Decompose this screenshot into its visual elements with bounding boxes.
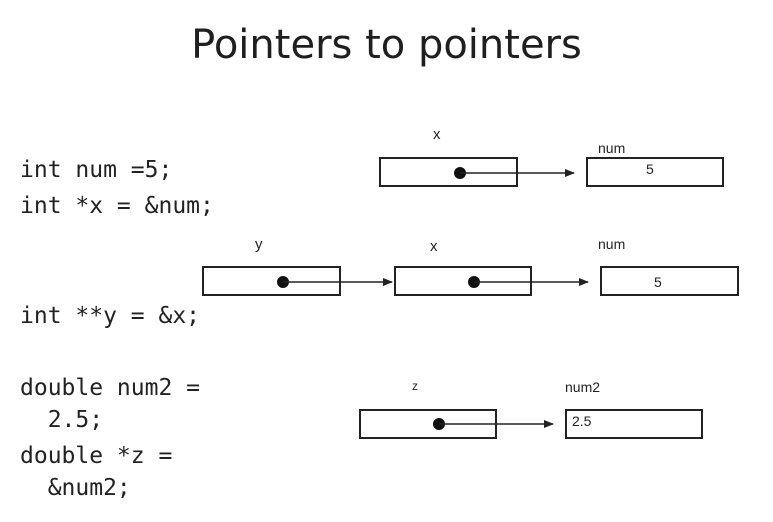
value-num-2: 5 — [654, 274, 662, 290]
label-y-2: y — [255, 236, 263, 253]
value-num-1: 5 — [646, 161, 654, 177]
label-x-2: x — [430, 238, 438, 255]
pointer-box-x-1 — [379, 157, 518, 187]
label-num-1: num — [598, 140, 626, 156]
value-box-num-2 — [600, 266, 739, 296]
code-line-double-z-value: &num2; — [20, 475, 131, 501]
value-box-num2-3 — [565, 409, 703, 439]
code-line-int-y: int **y = &x; — [20, 303, 201, 329]
code-line-double-num2-value: 2.5; — [20, 407, 104, 433]
label-num2-3: num2 — [565, 379, 601, 395]
value-num2-3: 2.5 — [572, 413, 592, 429]
slide-title: Pointers to pointers — [191, 22, 582, 68]
label-x-1: x — [433, 126, 441, 143]
code-line-int-x: int *x = &num; — [20, 193, 214, 219]
label-z-3: z — [412, 379, 418, 393]
value-box-num-1 — [586, 157, 724, 187]
code-line-double-z: double *z = — [20, 443, 173, 469]
code-line-int-num: int num =5; — [20, 157, 173, 183]
code-line-double-num2: double num2 = — [20, 375, 201, 401]
pointer-box-x-2 — [394, 266, 532, 296]
pointer-box-y-2 — [202, 266, 341, 296]
label-num-2: num — [598, 236, 626, 252]
